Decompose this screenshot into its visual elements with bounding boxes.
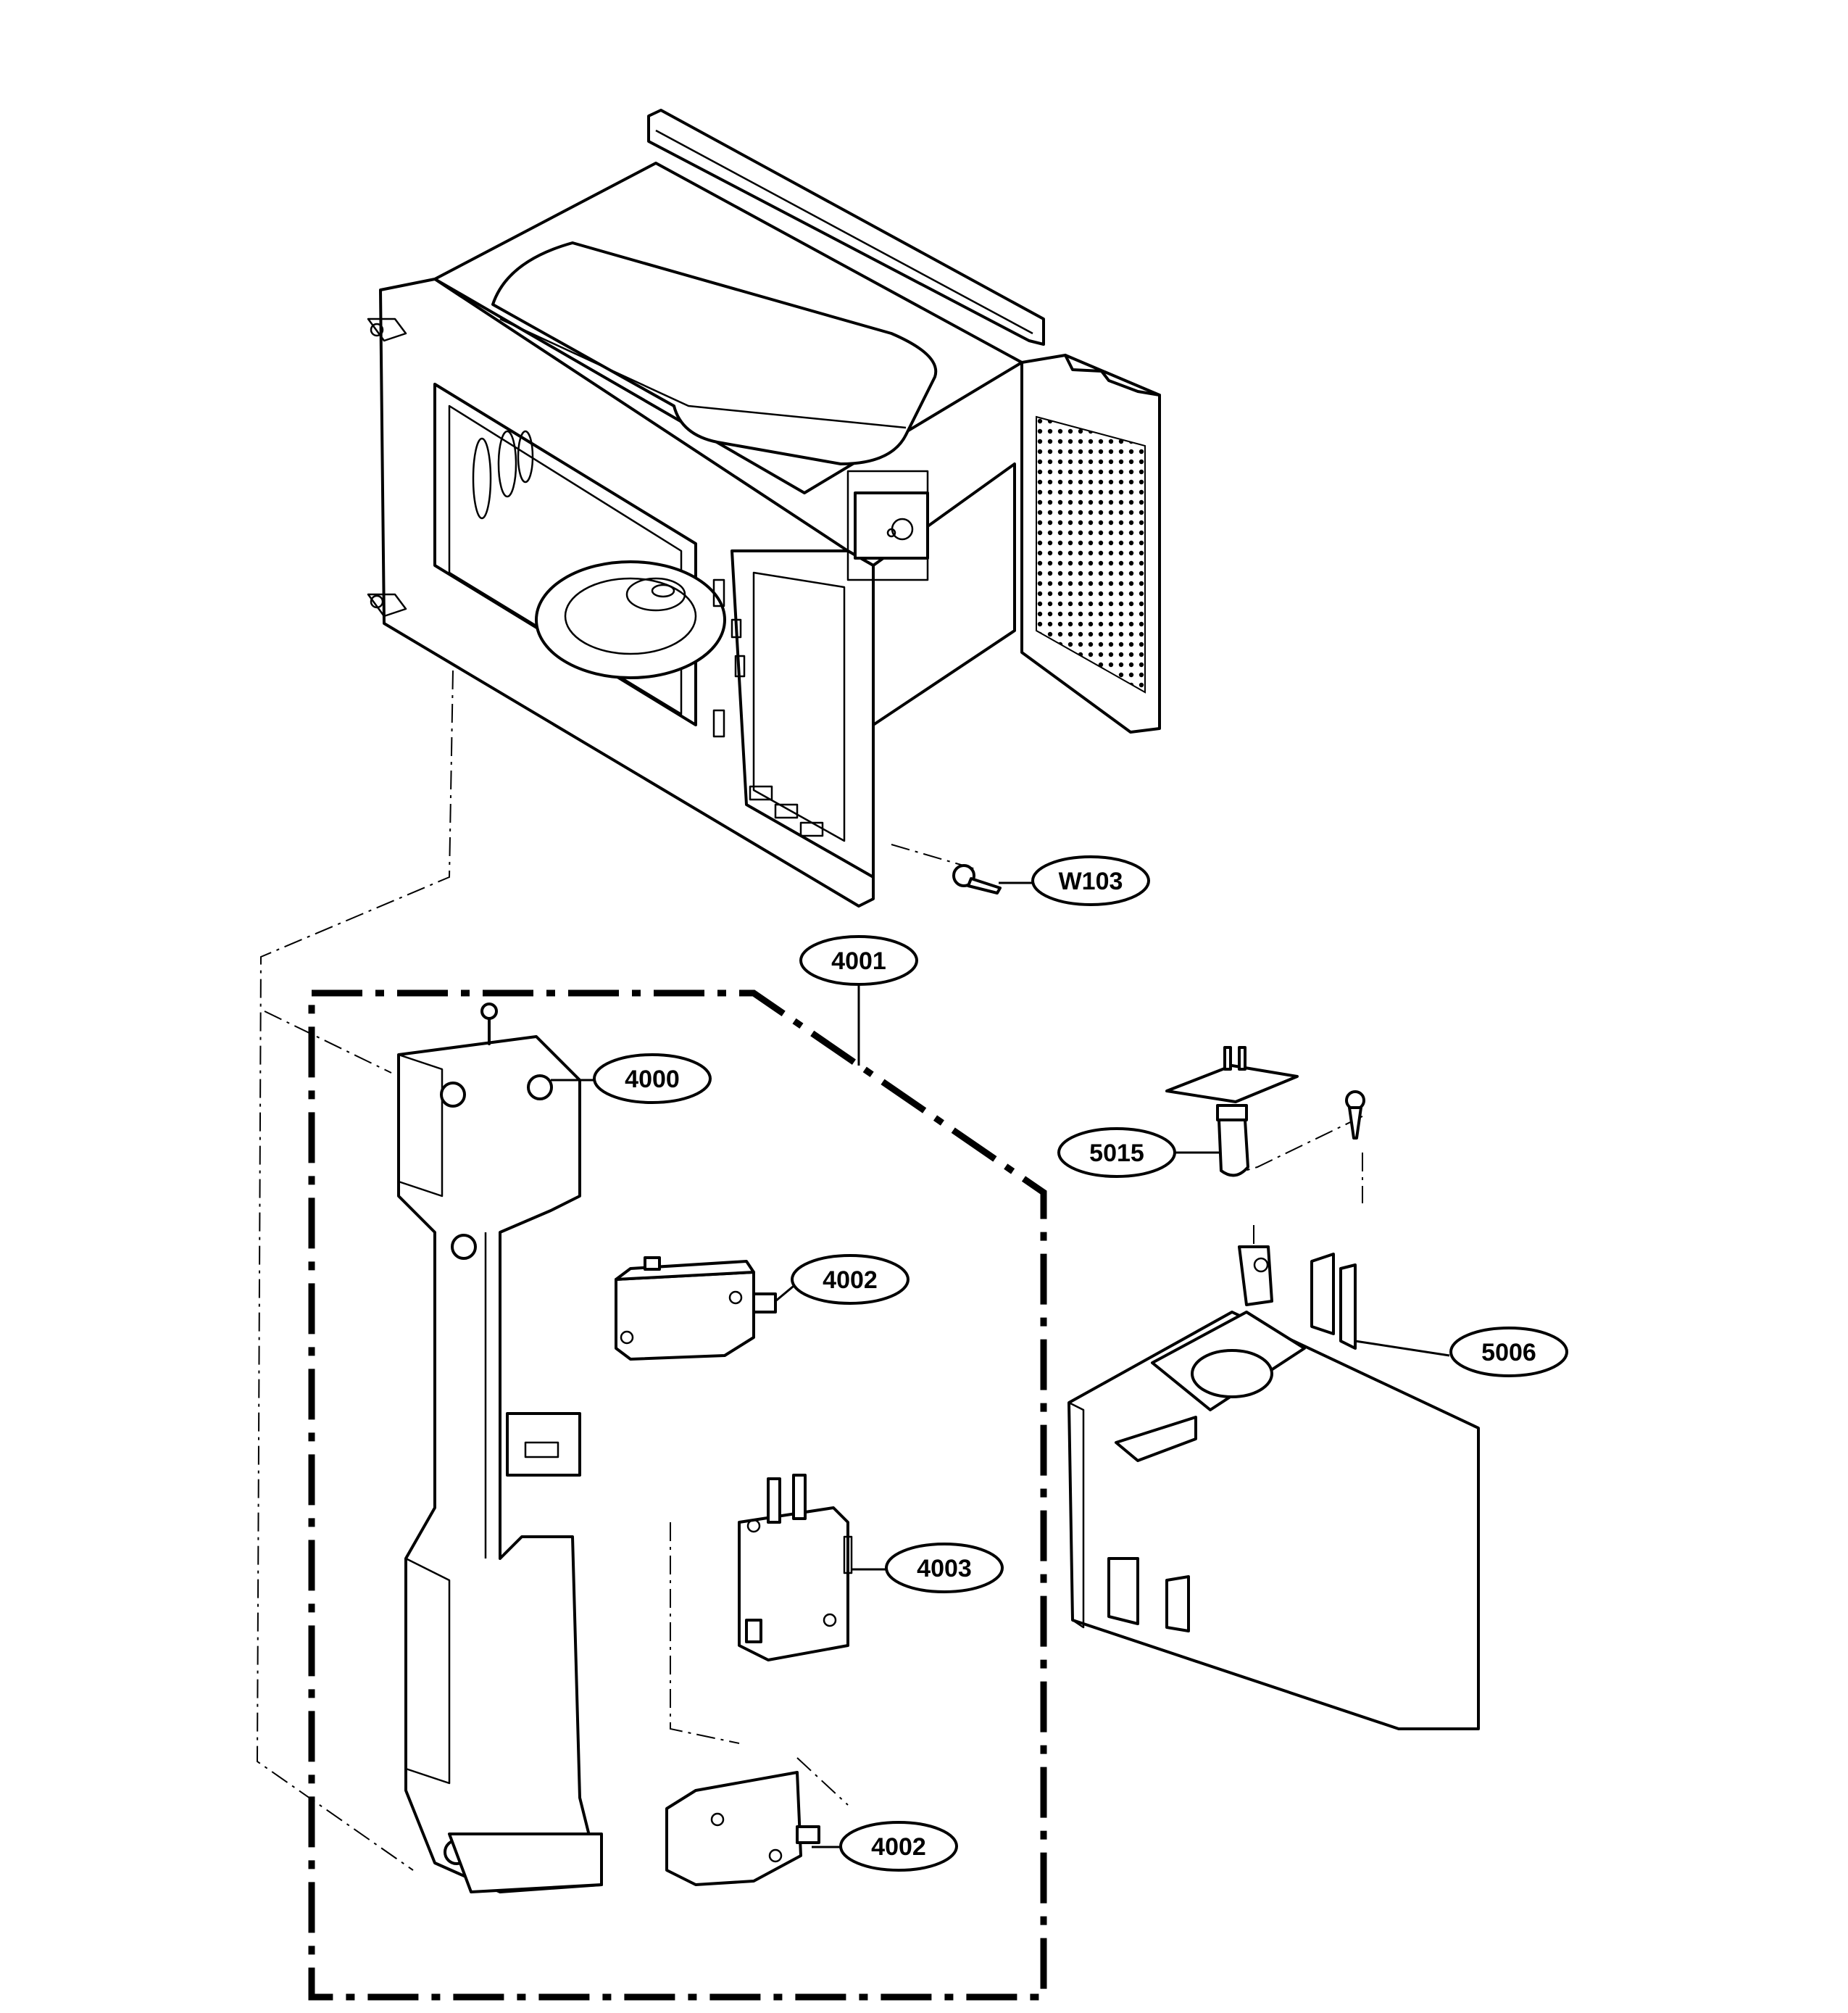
callout-5006: 5006	[1354, 1327, 1568, 1377]
callout-label: 4000	[625, 1066, 680, 1093]
callout-4001: 4001	[799, 935, 918, 1066]
cabinet-screw-w103	[952, 864, 1002, 895]
lamp-holder-duct	[1067, 1245, 1480, 1730]
latch-hook-body	[397, 1003, 603, 1893]
callout-label: 5015	[1089, 1140, 1144, 1167]
callout-5015: 5015	[1057, 1127, 1219, 1178]
callout-label: 4003	[917, 1555, 972, 1582]
callout-label: 4002	[871, 1833, 926, 1861]
micro-switch-bottom	[665, 1771, 820, 1886]
callout-label: W103	[1059, 868, 1123, 895]
callout-4003: 4003	[852, 1543, 1004, 1593]
micro-switch-middle	[738, 1474, 853, 1661]
callout-label: 4001	[831, 947, 886, 975]
latch-assembly-frame	[308, 989, 1047, 2001]
callout-label: 4002	[823, 1266, 878, 1294]
callout-W103: W103	[999, 855, 1150, 906]
callout-4002-top: 4002	[775, 1254, 910, 1305]
micro-switch-top	[615, 1256, 777, 1361]
callout-4000: 4000	[551, 1053, 712, 1104]
callout-4002-bottom: 4002	[812, 1821, 958, 1872]
callout-label: 5006	[1481, 1339, 1536, 1366]
lamp-screw	[1345, 1090, 1365, 1140]
lamp-assembly	[1165, 1046, 1299, 1177]
oven-cavity-assembly	[367, 109, 1161, 908]
